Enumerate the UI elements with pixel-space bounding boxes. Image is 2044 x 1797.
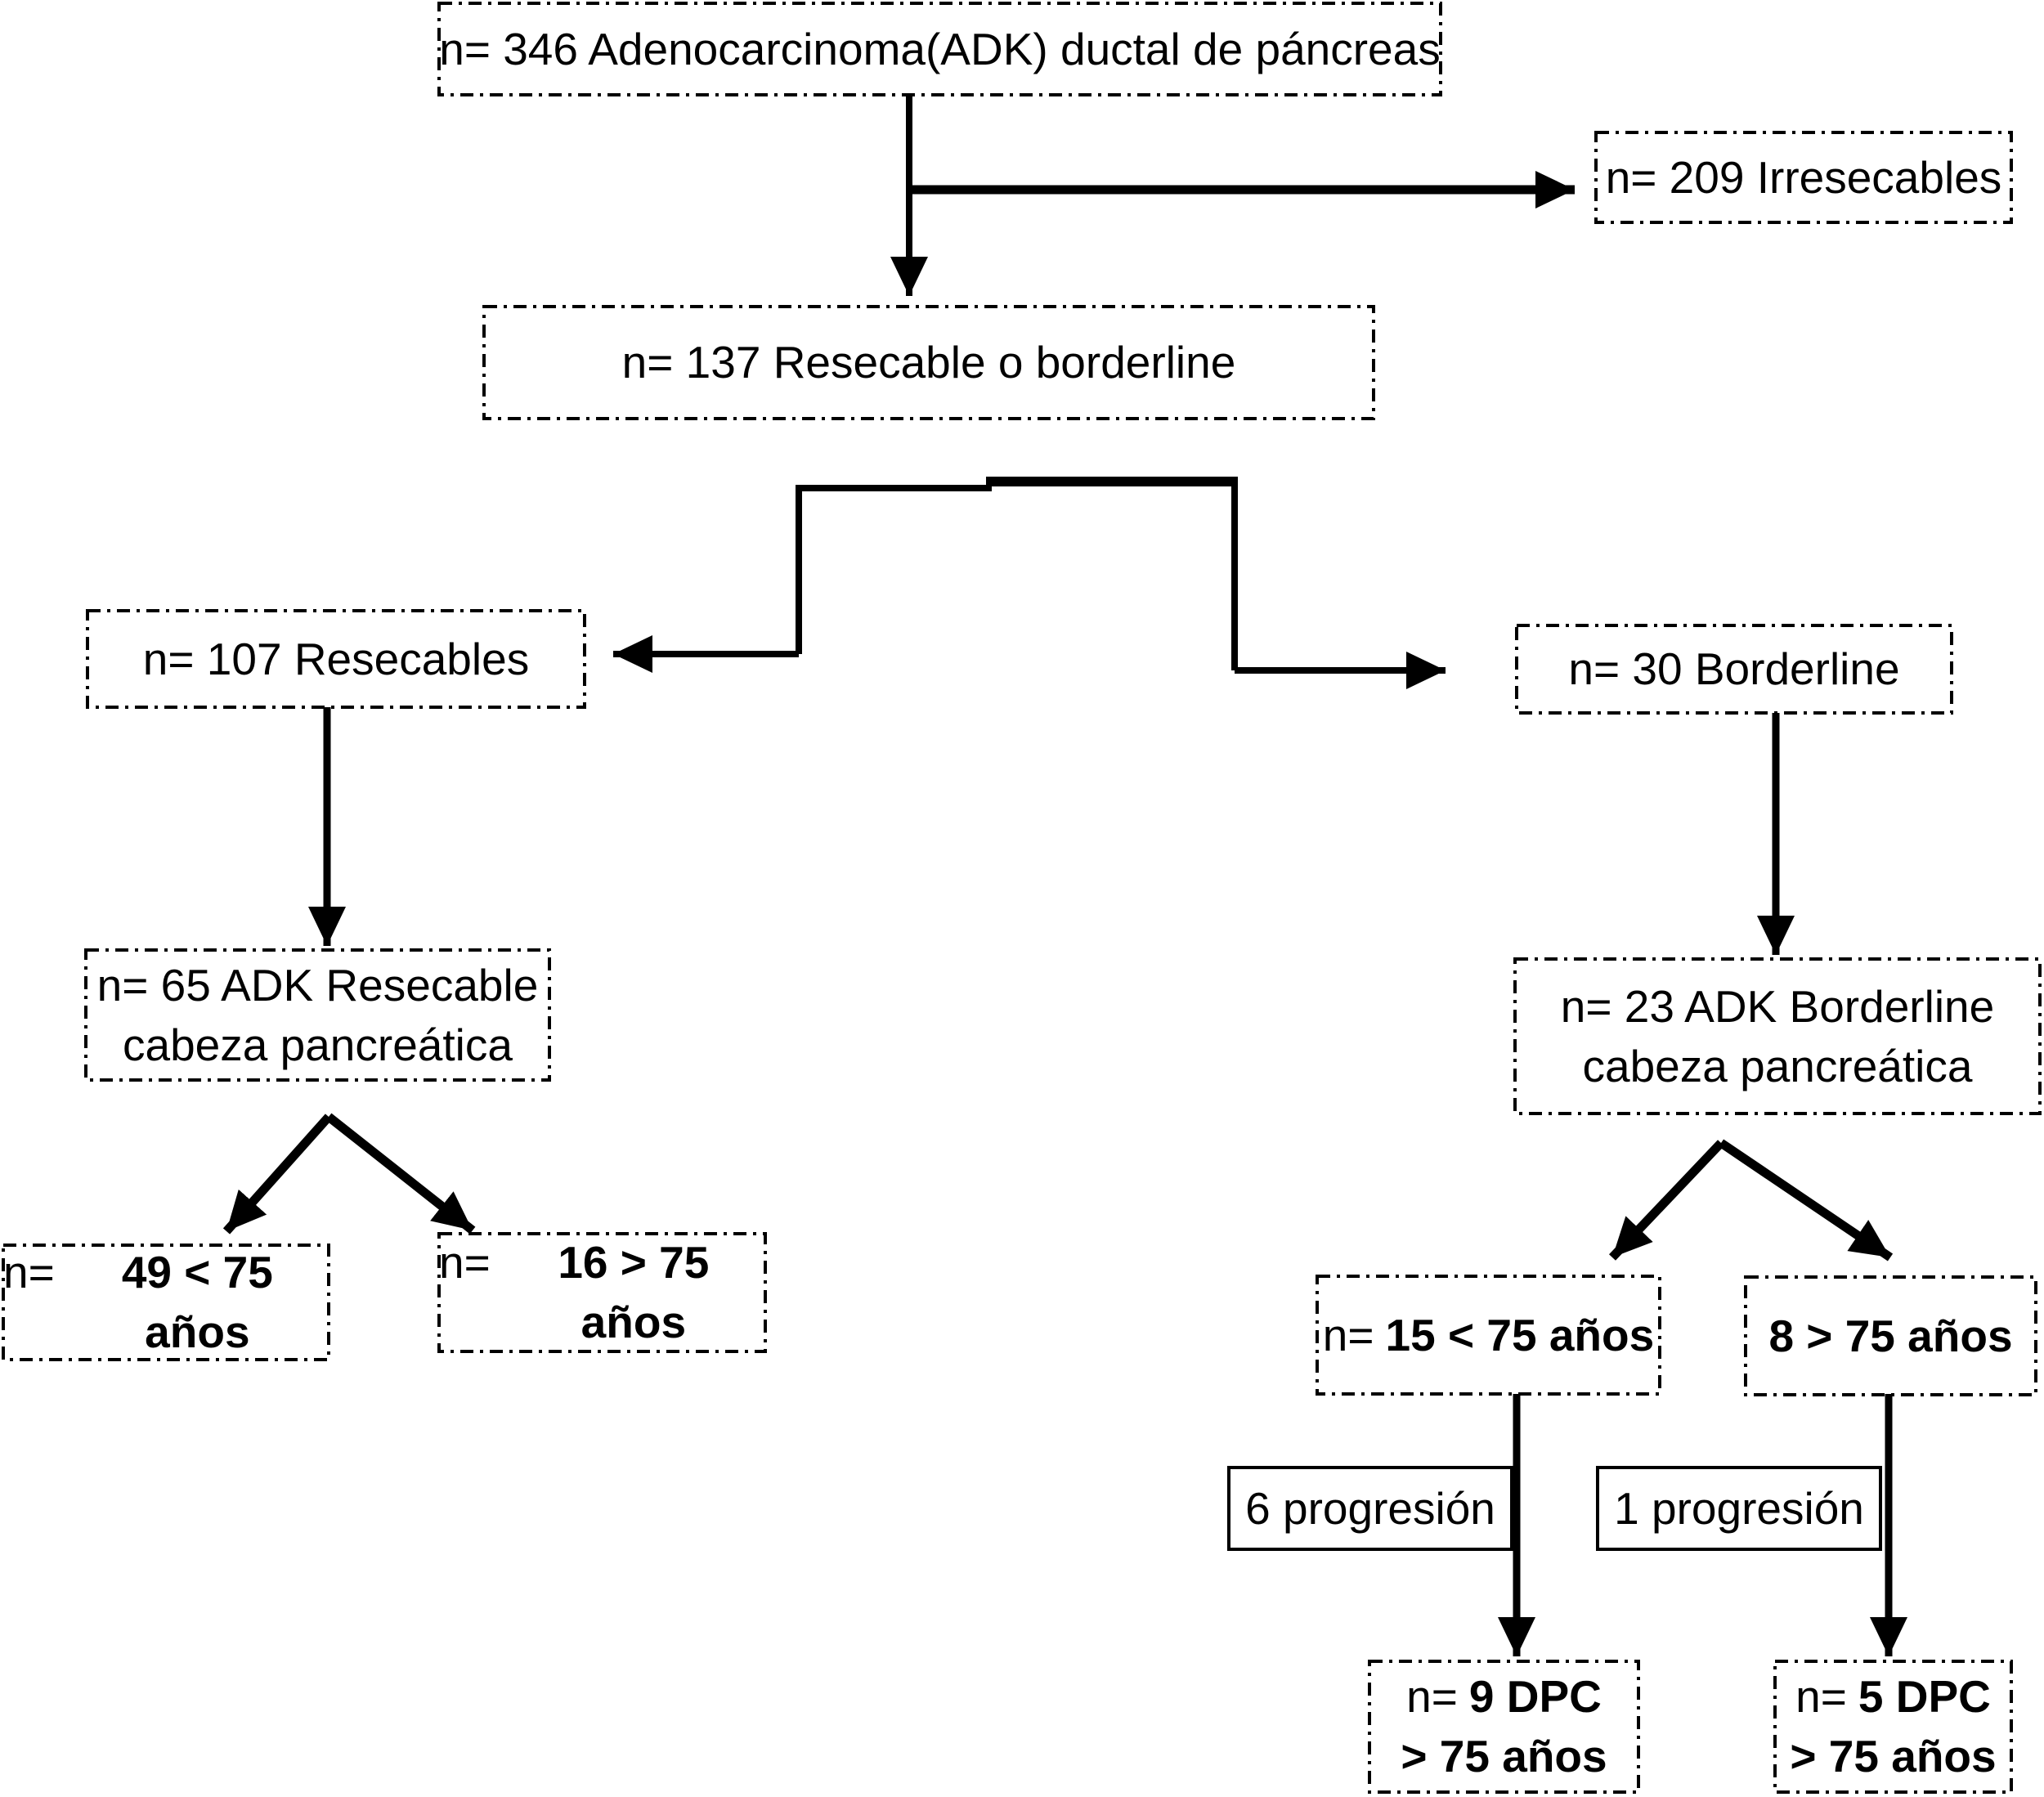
adk-resecable-line1: n= 65 ADK Resecable	[96, 959, 539, 1011]
resecables-label: n= 107 Resecables	[142, 633, 530, 684]
dpc9-value2: > 75 años	[1401, 1731, 1607, 1781]
dpc5-box: n= 5 DPC > 75 años	[1775, 1661, 2011, 1792]
total-label: n= 346 Adenocarcinoma(ADK) ductal de pán…	[439, 23, 1441, 74]
resecable-menor75-box-border	[2, 1244, 330, 1361]
adk-borderline-box: n= 23 ADK Borderline cabeza pancreática	[1515, 959, 2040, 1114]
split-resecable-left-arrow	[222, 1114, 333, 1235]
irresecables-box-border	[1594, 131, 2013, 224]
adk-resecable-box: n= 65 ADK Resecable cabeza pancreática	[86, 950, 549, 1080]
borderline-mayor75-box: 8 > 75 años	[1746, 1277, 2036, 1395]
borderline-box: n= 30 Borderline	[1517, 625, 1952, 713]
split-resecable-right-arrow	[325, 1113, 476, 1235]
resecable-borderline-label: n= 137 Resecable o borderline	[621, 337, 1236, 388]
adk-resecable-line2: cabeza pancreática	[123, 1019, 513, 1070]
irresecables-label: n= 209 Irresecables	[1605, 151, 2002, 203]
resecable-mayor75-box: n= 16 > 75 años	[439, 1234, 765, 1351]
borderline-menor75-prefix: n=	[1322, 1309, 1374, 1360]
resecable-borderline-box: n= 137 Resecable o borderline	[484, 307, 1374, 419]
resecable-menor75-prefix: n=	[3, 1247, 55, 1298]
irresecables-box: n= 209 Irresecables	[1596, 132, 2011, 222]
resecable-menor75-value: 49 < 75 años	[121, 1247, 273, 1357]
borderline-mayor75-box-border	[1744, 1275, 2037, 1396]
adk-resecable-box-border	[84, 948, 551, 1082]
dpc9-prefix: n=	[1406, 1671, 1458, 1723]
resecable-mayor75-box-border	[437, 1232, 767, 1353]
adk-borderline-line2: cabeza pancreática	[1582, 1040, 1973, 1091]
borderline-mayor75-value: 8 > 75 años	[1768, 1310, 2013, 1361]
adk-borderline-line1: n= 23 ADK Borderline	[1560, 980, 1995, 1032]
resecable-mayor75-prefix: n=	[439, 1237, 491, 1288]
split-borderline-left-arrow	[1609, 1140, 1724, 1261]
resecables-box: n= 107 Resecables	[87, 611, 585, 707]
progresion1-box-border	[1596, 1466, 1882, 1551]
resecable-mayor75-value: 16 > 75 años	[558, 1237, 710, 1347]
progresion1-box: 1 progresión	[1598, 1468, 1880, 1549]
dpc5-prefix: n=	[1795, 1671, 1847, 1723]
dpc9-box-border	[1368, 1660, 1640, 1794]
resecable-menor75-box: n= 49 < 75 años	[3, 1245, 329, 1360]
resecable-borderline-box-border	[482, 305, 1375, 420]
split-borderline-right-arrow	[1718, 1139, 1894, 1261]
resecables-box-border	[86, 609, 586, 709]
dpc5-value: 5 DPC	[1858, 1671, 1991, 1723]
borderline-label: n= 30 Borderline	[1568, 643, 1900, 695]
total-box-border	[437, 2, 1442, 96]
adk-borderline-box-border	[1513, 957, 2042, 1115]
progresion1-label: 1 progresión	[1614, 1482, 1864, 1534]
progresion6-box-border	[1227, 1466, 1513, 1551]
dpc5-value2: > 75 años	[1790, 1731, 1997, 1781]
progresion6-label: 6 progresión	[1245, 1482, 1495, 1534]
dpc9-value: 9 DPC	[1468, 1671, 1602, 1723]
dpc9-box: n= 9 DPC > 75 años	[1369, 1661, 1638, 1792]
borderline-menor75-box-border	[1316, 1275, 1661, 1396]
dpc5-box-border	[1773, 1660, 2013, 1794]
progresion6-box: 6 progresión	[1229, 1468, 1512, 1549]
borderline-menor75-value: 15 < 75 años	[1385, 1309, 1655, 1360]
borderline-box-border	[1515, 624, 1953, 715]
borderline-menor75-box: n= 15 < 75 años	[1317, 1276, 1660, 1394]
total-box: n= 346 Adenocarcinoma(ADK) ductal de pán…	[439, 3, 1441, 95]
